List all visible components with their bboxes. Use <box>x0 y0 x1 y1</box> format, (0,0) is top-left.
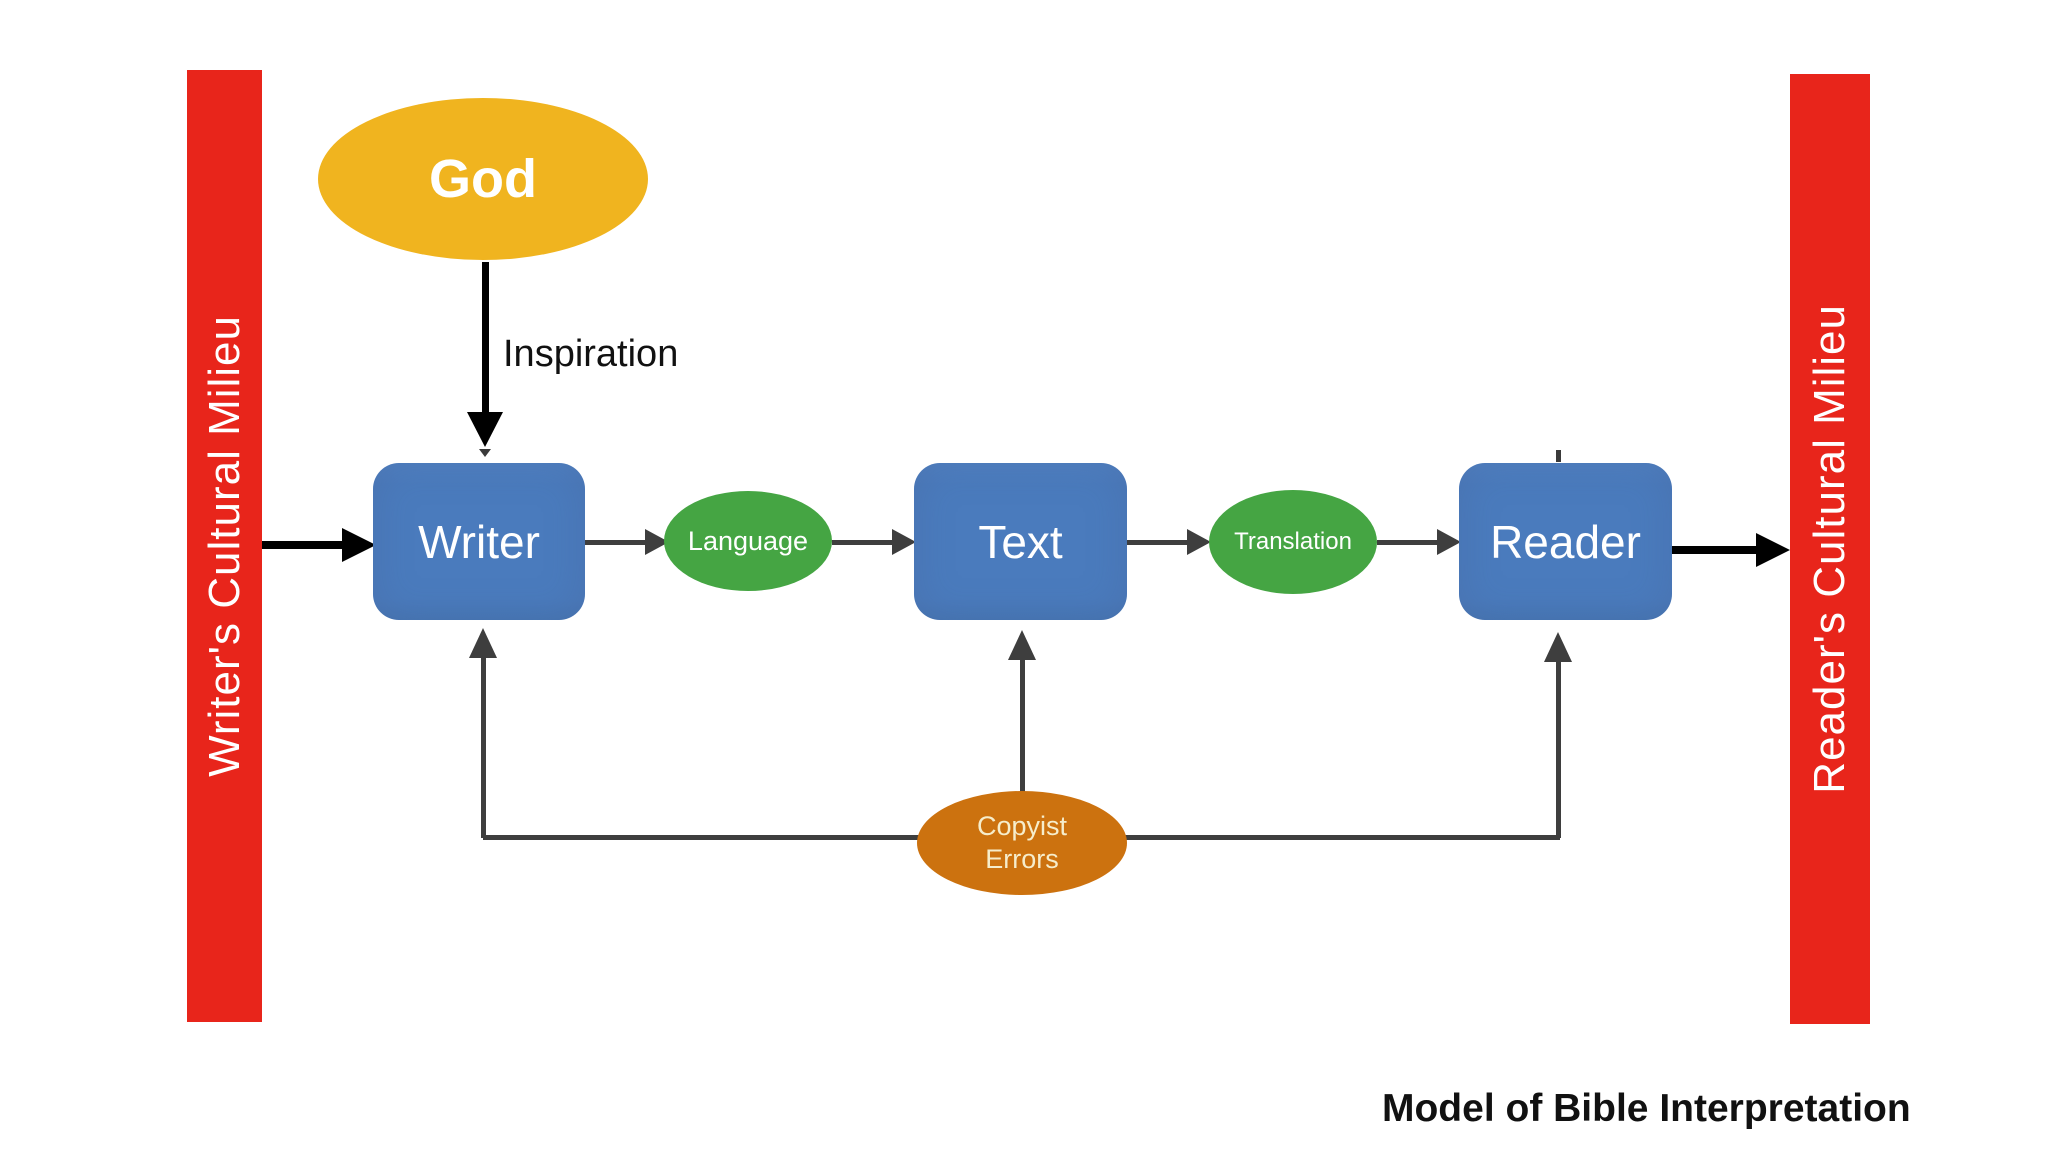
inspiration-label: Inspiration <box>503 333 679 375</box>
feedback-to-reader-shaft <box>1556 662 1561 838</box>
readers-cultural-milieu-bar: Reader's Cultural Milieu <box>1790 74 1870 1024</box>
arrow-translation-to-reader-head-icon <box>1437 529 1461 555</box>
copyist-errors-label-line2: Errors <box>985 844 1059 874</box>
feedback-to-text-head-icon <box>1008 630 1036 660</box>
readers-cultural-milieu-label: Reader's Cultural Milieu <box>1805 304 1854 794</box>
arrow-language-to-text-shaft <box>832 540 892 545</box>
arrow-milieu-to-writer-shaft <box>262 541 344 549</box>
inspiration-arrow-head-icon <box>467 412 503 447</box>
inspiration-arrow-shaft <box>482 262 489 412</box>
text-node: Text <box>914 463 1127 620</box>
feedback-to-text-shaft <box>1020 660 1025 794</box>
small-arrow-remnant-icon <box>479 449 491 457</box>
diagram-title: Model of Bible Interpretation <box>1382 1087 1911 1130</box>
copyist-errors-label-line1: Copyist <box>976 811 1068 841</box>
language-node: Language <box>664 491 832 591</box>
arrow-text-to-translation-head-icon <box>1187 529 1211 555</box>
arrow-reader-to-milieu-head-icon <box>1756 533 1790 567</box>
feedback-to-writer-head-icon <box>469 628 497 658</box>
arrow-writer-to-language-shaft <box>585 540 645 545</box>
arrow-milieu-to-writer-head-icon <box>342 528 376 562</box>
arrow-language-to-text-head-icon <box>892 529 916 555</box>
arrow-reader-to-milieu-shaft <box>1672 546 1758 554</box>
writers-cultural-milieu-label: Writer's Cultural Milieu <box>199 315 249 777</box>
god-node: God <box>318 98 648 260</box>
translation-node: Translation <box>1209 490 1377 594</box>
arrow-text-to-translation-shaft <box>1127 540 1187 545</box>
writer-node: Writer <box>373 463 585 620</box>
feedback-to-reader-head-icon <box>1544 632 1572 662</box>
feedback-to-writer-shaft <box>481 656 486 838</box>
copyist-errors-node: Copyist Errors <box>917 791 1127 895</box>
writers-cultural-milieu-bar: Writer's Cultural Milieu <box>187 70 262 1022</box>
arrow-translation-to-reader-shaft <box>1377 540 1437 545</box>
reader-node: Reader <box>1459 463 1672 620</box>
reader-tick-mark <box>1556 450 1561 462</box>
